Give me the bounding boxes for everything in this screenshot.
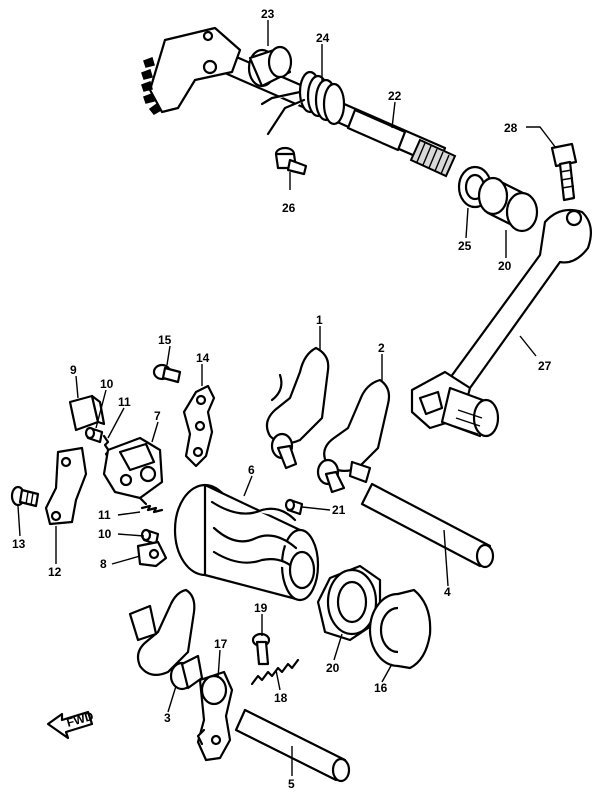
cam-stopper-plate [44, 446, 88, 526]
fork-shaft-upper [360, 482, 495, 569]
leader-lines [17, 20, 557, 776]
stopper-bolt [274, 146, 308, 176]
sector-teeth [141, 57, 163, 115]
guide-plate-screw [152, 363, 182, 384]
shift-arm-plate [148, 26, 242, 114]
callout-10-lower: 10 [98, 527, 112, 541]
cam-guide-plate [182, 384, 216, 468]
callout-5: 5 [288, 777, 295, 791]
callout-14: 14 [196, 351, 210, 365]
front-direction-marker: FWD [46, 709, 95, 740]
callout-6: 6 [248, 463, 255, 477]
cam-bearing [368, 588, 432, 670]
callout-1: 1 [316, 313, 323, 327]
gear-shift-pedal [410, 208, 593, 438]
stopper-pin-upper [84, 426, 104, 444]
stopper-spring-lower [140, 504, 164, 514]
gear-shift-shaft-assembly [141, 26, 457, 178]
callout-2: 2 [378, 341, 385, 355]
callout-19: 19 [254, 601, 268, 615]
callout-15: 15 [158, 333, 172, 347]
cam-driven-gear [316, 564, 382, 642]
callout-21: 21 [332, 503, 346, 517]
return-spring [260, 70, 346, 136]
callout-9: 9 [70, 363, 77, 377]
shift-fork-1 [265, 346, 330, 470]
callout-18: 18 [274, 691, 288, 705]
stopper-lever [136, 540, 168, 568]
arrow-left-icon [46, 710, 94, 740]
callout-4: 4 [444, 585, 451, 599]
shift-fork-2 [316, 378, 391, 494]
shaft-splines [409, 138, 457, 178]
shift-fork-3 [128, 588, 204, 691]
callout-10-upper: 10 [100, 377, 114, 391]
cam-pin [284, 498, 304, 516]
cam-bolt [251, 632, 271, 666]
callout-26: 26 [282, 201, 296, 215]
callout-labels: 1 2 3 4 5 6 7 8 9 10 10 11 11 12 13 14 1… [12, 7, 552, 791]
callout-17: 17 [214, 637, 228, 651]
gear-shift-cam-drum [173, 483, 320, 602]
callout-28: 28 [504, 121, 518, 135]
callout-16: 16 [374, 681, 388, 695]
callout-24: 24 [316, 31, 330, 45]
shift-pawl-lever [196, 670, 234, 762]
cam-stopper-block [68, 394, 106, 432]
callout-13: 13 [12, 537, 26, 551]
callout-7: 7 [154, 409, 161, 423]
callout-11-upper: 11 [118, 395, 131, 409]
callout-25: 25 [458, 239, 472, 253]
bushing-sleeve [477, 176, 539, 233]
callout-12: 12 [48, 565, 62, 579]
callout-20-lower: 20 [326, 661, 340, 675]
pedal-tip-knurl [453, 409, 483, 435]
fork-shaft-lower [234, 708, 351, 783]
shaft-collar [247, 45, 293, 88]
plate-screw [10, 485, 40, 508]
callout-3: 3 [164, 711, 171, 725]
callout-20-upper: 20 [498, 259, 512, 273]
pedal-bolt [550, 142, 578, 202]
pawl-spring [250, 658, 300, 686]
callout-22: 22 [388, 89, 402, 103]
callout-23: 23 [261, 7, 275, 21]
callout-11-lower: 11 [98, 508, 111, 522]
callout-8: 8 [100, 557, 107, 571]
cam-stopper-housing [102, 436, 164, 506]
callout-27: 27 [538, 359, 552, 373]
